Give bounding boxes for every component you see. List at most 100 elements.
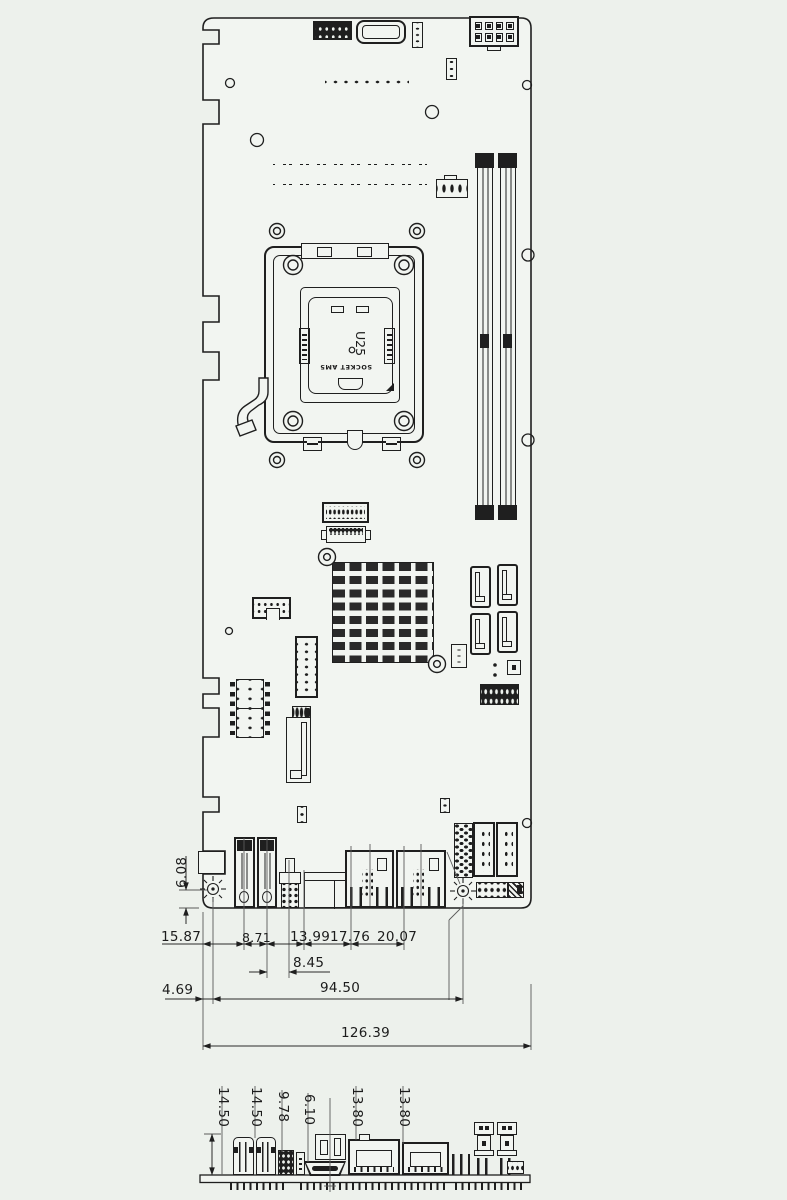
sata-key-foot bbox=[475, 643, 485, 649]
header-stubs-left bbox=[230, 682, 235, 735]
lan-side-tab bbox=[359, 1134, 370, 1141]
usb-pin-header bbox=[313, 21, 352, 40]
socket-type-label: SOCKET AM5 bbox=[319, 363, 372, 371]
fan-header-2 bbox=[451, 644, 467, 668]
usb-vertical-side-key bbox=[320, 1140, 328, 1155]
lan-pin-strip bbox=[362, 869, 373, 897]
dimm-key bbox=[480, 334, 489, 348]
dp-cap bbox=[260, 840, 274, 851]
chipset-heatsink bbox=[332, 562, 434, 663]
lan-side-1 bbox=[348, 1134, 400, 1175]
dp-side-notch bbox=[257, 1147, 261, 1153]
panel-header-1 bbox=[473, 822, 495, 877]
fpc-ear-right bbox=[365, 530, 371, 540]
lan-port-1 bbox=[345, 850, 394, 908]
connector-hatched-small bbox=[508, 882, 524, 898]
lan-pin-strip bbox=[413, 869, 424, 897]
component-small bbox=[507, 660, 521, 675]
component-small-core bbox=[512, 665, 516, 670]
usb-vertical-key bbox=[485, 1126, 489, 1130]
lan-legs-right bbox=[376, 887, 389, 906]
usb-vertical-1-flange bbox=[474, 1150, 494, 1156]
fpc-connector bbox=[326, 526, 366, 543]
displayport-header-inner bbox=[362, 25, 400, 39]
dim-datum-span: 94.50 bbox=[320, 980, 361, 996]
sata-port-2 bbox=[497, 564, 518, 606]
dim-chain-5: 20.07 bbox=[377, 929, 418, 945]
dim-edge-offset: 4.69 bbox=[162, 982, 194, 998]
atx-pin bbox=[485, 33, 493, 42]
socket-pin1-pad bbox=[331, 306, 344, 313]
conn-side-right bbox=[507, 1161, 524, 1174]
dim-side-4: 6.10 bbox=[301, 1094, 317, 1126]
socket-plate bbox=[308, 297, 393, 394]
pin-header-2x7 bbox=[480, 684, 519, 705]
dp-side-slots bbox=[257, 1142, 275, 1172]
via-field-row1 bbox=[273, 161, 427, 168]
lan-side-pins bbox=[354, 1167, 394, 1172]
header-stubs-right bbox=[265, 682, 270, 735]
dim-chain-4: 17.76 bbox=[330, 929, 371, 945]
dp-slot-lines bbox=[259, 853, 275, 889]
connector-notch bbox=[266, 608, 280, 620]
dp-side-1 bbox=[233, 1137, 254, 1175]
solder-tails-3 bbox=[455, 1183, 525, 1190]
usb-vertical-key bbox=[508, 1126, 512, 1130]
panel-header-pins bbox=[478, 827, 490, 872]
connector-notched bbox=[252, 597, 291, 620]
connector-key bbox=[517, 885, 522, 894]
solder-tails-2 bbox=[300, 1183, 448, 1190]
conn-4pin-key bbox=[305, 708, 309, 717]
dp-cap bbox=[237, 840, 252, 851]
socket-pin1-pad bbox=[356, 306, 369, 313]
usb-vertical-dot bbox=[482, 1141, 486, 1146]
sata-key-foot bbox=[502, 594, 512, 600]
cpu-bottom-tongue bbox=[347, 430, 363, 450]
atx-power-latch bbox=[487, 46, 501, 51]
socket-latch-right bbox=[384, 328, 395, 364]
socket-latch-left bbox=[299, 328, 310, 364]
dim-side-5: 13.80 bbox=[349, 1087, 365, 1128]
hdmi-port-side-slot bbox=[312, 1166, 338, 1171]
dim-edge-to-datum: 6.08 bbox=[174, 856, 190, 888]
sata-port-4 bbox=[497, 611, 518, 653]
usb-c-side bbox=[278, 1150, 294, 1175]
via-row bbox=[325, 78, 409, 86]
hdmi-inner-line-v bbox=[334, 880, 335, 909]
conn-4pin-small bbox=[292, 706, 311, 719]
jumper-2pin bbox=[297, 806, 307, 823]
dimm-latch-top bbox=[498, 153, 517, 168]
sata-port-1 bbox=[470, 566, 491, 608]
box-header-pins bbox=[326, 506, 365, 519]
dim-side-3: 9.78 bbox=[275, 1091, 291, 1123]
atx-power-8pin bbox=[469, 16, 519, 47]
usb-vertical-1-pins bbox=[477, 1158, 491, 1175]
conn-4pin-vertical bbox=[412, 22, 423, 48]
lan-side-inner bbox=[410, 1152, 441, 1167]
usb-vertical-2 bbox=[497, 1122, 517, 1135]
cpu-bottom-clip-right bbox=[382, 437, 401, 451]
header-side-pins bbox=[452, 1154, 470, 1175]
conn-small-side bbox=[296, 1152, 305, 1175]
lan-led-box bbox=[429, 858, 439, 871]
atx-pin bbox=[474, 33, 482, 42]
hdmi-port-side bbox=[304, 1161, 346, 1176]
via-field-row2 bbox=[273, 181, 427, 188]
solder-tails-1 bbox=[230, 1183, 288, 1190]
dimm-latch-bottom bbox=[498, 505, 517, 520]
atx-pin bbox=[495, 21, 503, 30]
dp-side-2 bbox=[256, 1137, 276, 1175]
socket-refdes: U25 bbox=[353, 331, 368, 357]
dim-chain-3: 13.99 bbox=[290, 929, 331, 945]
dimm-slot-2 bbox=[498, 153, 517, 520]
fan-header-tab bbox=[444, 175, 457, 180]
dim-connector-pitch: 8.45 bbox=[293, 955, 325, 971]
usb-vertical-dot bbox=[505, 1141, 509, 1146]
usb-vertical-side-key bbox=[334, 1138, 341, 1156]
m2-slot-block bbox=[290, 770, 302, 779]
panel-header-pins bbox=[501, 827, 513, 872]
fan-header-4pin bbox=[436, 179, 468, 198]
dp-side-notch bbox=[234, 1147, 238, 1153]
atx-pin bbox=[495, 33, 503, 42]
